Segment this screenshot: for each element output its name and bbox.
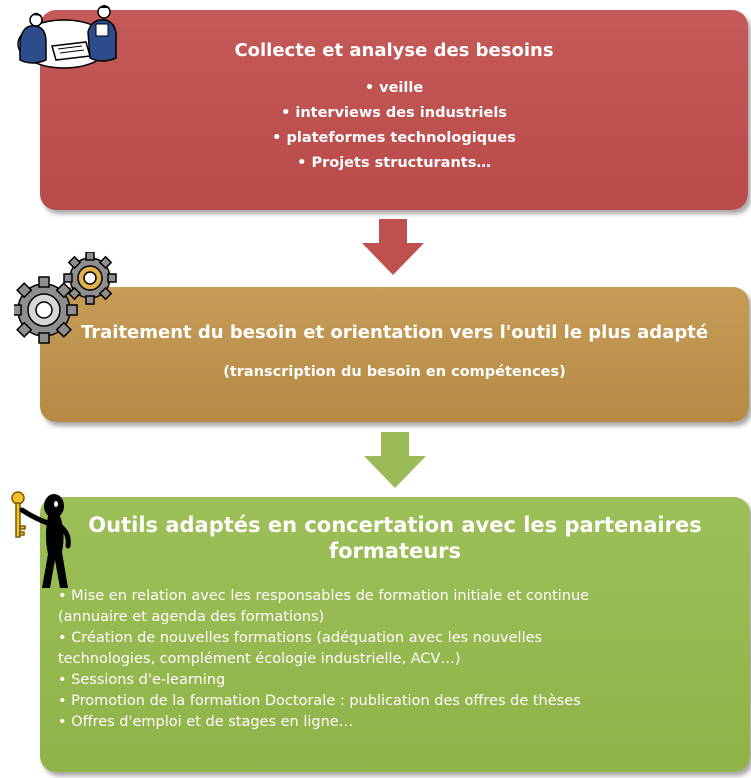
figure-with-key-icon — [11, 491, 71, 588]
bullet-offres-emploi: • Offres d'emploi et de stages en ligne… — [58, 712, 740, 733]
step-outils-box: Outils adaptés en concertation avec les … — [40, 497, 750, 772]
bullet-mise-en-relation: • Mise en relation avec les responsables… — [58, 586, 740, 628]
bullet-projets: • Projets structurants… — [297, 155, 491, 171]
bullet-line: • Sessions d'e-learning — [58, 672, 226, 688]
step-outils-title-line1: Outils adaptés en concertation avec les … — [88, 513, 702, 537]
bullet-creation-formations: • Création de nouvelles formations (adéq… — [58, 628, 740, 670]
step-collecte-box: Collecte et analyse des besoins • veille… — [40, 10, 748, 210]
step-outils-bullets: • Mise en relation avec les responsables… — [58, 586, 740, 733]
bullet-plateformes: • plateformes technologiques — [272, 130, 516, 146]
step-traitement-box: Traitement du besoin et orientation vers… — [40, 287, 749, 422]
bullet-e-learning: • Sessions d'e-learning — [58, 670, 740, 691]
arrow-down-icon — [364, 432, 426, 488]
bullet-line: • Mise en relation avec les responsables… — [58, 588, 590, 604]
bullet-line: • Création de nouvelles formations (adéq… — [58, 630, 543, 646]
bullet-veille: • veille — [364, 80, 424, 96]
bullet-line: (annuaire et agenda des formations) — [58, 609, 325, 625]
bullet-line: • Offres d'emploi et de stages en ligne… — [58, 714, 354, 730]
gears-icon — [14, 252, 117, 344]
bullet-interviews: • interviews des industriels — [281, 105, 507, 121]
bullet-formation-doctorale: • Promotion de la formation Doctorale : … — [58, 691, 740, 712]
step-outils-title: Outils adaptés en concertation avec les … — [40, 512, 750, 564]
step-collecte-title: Collecte et analyse des besoins — [234, 40, 554, 61]
arrow-down-icon — [362, 219, 424, 275]
bullet-line: • Promotion de la formation Doctorale : … — [58, 693, 581, 709]
bullet-line: technologies, complément écologie indust… — [58, 651, 461, 667]
people-at-desk-icon — [17, 5, 118, 69]
step-traitement-subtitle: (transcription du besoin en compétences) — [223, 364, 566, 380]
step-traitement-title: Traitement du besoin et orientation vers… — [80, 322, 709, 343]
step-collecte-bullets: • veille • interviews des industriels • … — [40, 76, 748, 176]
step-outils-title-line2: formateurs — [328, 539, 462, 563]
